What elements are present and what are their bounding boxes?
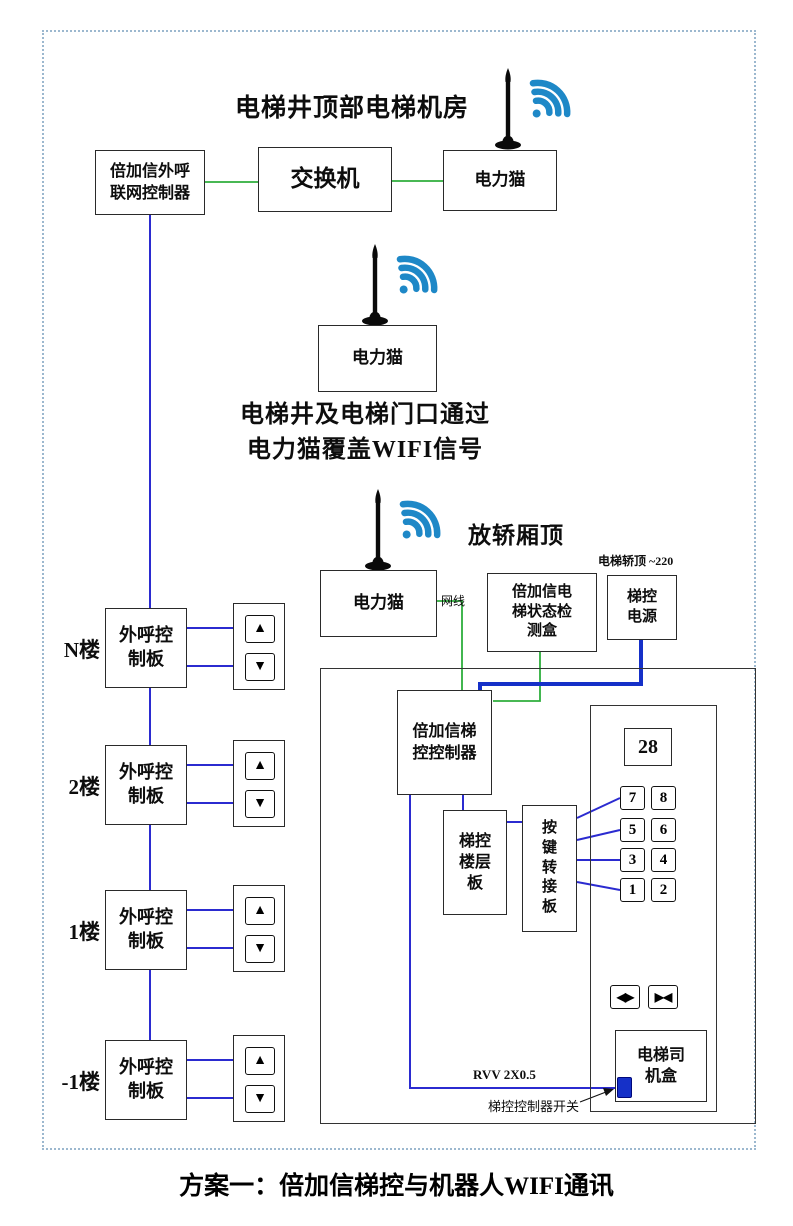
shaft-wifi-caption: 电梯井及电梯门口通过 电力猫覆盖WIFI信号 [240, 402, 490, 463]
down-button-icon: ▼ [245, 935, 275, 963]
door-close-button-icon: ▶◀ [648, 985, 678, 1009]
floor-button-6: 6 [651, 818, 676, 842]
down-button-icon: ▼ [245, 790, 275, 818]
up-button-icon: ▲ [245, 1047, 275, 1075]
powerline-modem-shaft-box: 电力猫 [318, 325, 437, 392]
wifi-antenna-icon [365, 489, 444, 571]
floor-button-2: 2 [651, 878, 676, 902]
car-top-label: 放轿厢顶 [468, 523, 564, 548]
hall-button-panel-minus1: ▲ ▼ [233, 1035, 285, 1122]
up-button-icon: ▲ [245, 615, 275, 643]
hall-button-panel-2: ▲ ▼ [233, 740, 285, 827]
elevator-control-power-box: 梯控 电源 [607, 575, 677, 640]
floor-label-minus1: -1楼 [61, 1070, 101, 1094]
network-switch-box: 交换机 [258, 147, 392, 212]
floor-board-box: 梯控 楼层 板 [443, 810, 507, 915]
dotted-frame [42, 30, 756, 1150]
floor-label-1: 1楼 [68, 920, 101, 944]
floor-label-2: 2楼 [68, 775, 101, 799]
wifi-antenna-icon [362, 244, 441, 326]
floor-button-8: 8 [651, 786, 676, 810]
car-top-enclosure [320, 668, 756, 1124]
floor-button-4: 4 [651, 848, 676, 872]
hall-button-panel-n: ▲ ▼ [233, 603, 285, 690]
door-open-button-icon: ◀▶ [610, 985, 640, 1009]
controller-switch-label: 梯控控制器开关 [488, 1099, 580, 1114]
elevator-controller-box: 倍加信梯 控控制器 [397, 690, 492, 795]
floor-button-1: 1 [620, 878, 645, 902]
scheme-caption: 方案一：倍加信梯控与机器人WIFI通讯 [179, 1173, 614, 1200]
controller-switch [617, 1077, 632, 1098]
car-top-power-note: 电梯轿顶 ~220 [598, 554, 674, 568]
floor-button-7: 7 [620, 786, 645, 810]
key-adapter-board-box: 按 键 转 接 板 [522, 805, 577, 932]
powerline-modem-machine-room-box: 电力猫 [443, 150, 557, 211]
elevator-status-detector-box: 倍加信电 梯状态检 测盒 [487, 573, 597, 652]
network-cable-label: 网线 [441, 594, 466, 608]
hall-call-board-2: 外呼控 制板 [105, 745, 187, 825]
down-button-icon: ▼ [245, 653, 275, 681]
floor-display: 28 [624, 728, 672, 766]
floor-label-n: N楼 [63, 638, 100, 662]
car-operating-panel [590, 705, 717, 1112]
wifi-antenna-icon [495, 68, 574, 150]
outcall-network-controller-box: 倍加信外呼 联网控制器 [95, 150, 205, 215]
powerline-modem-car-box: 电力猫 [320, 570, 437, 637]
floor-button-5: 5 [620, 818, 645, 842]
floor-button-3: 3 [620, 848, 645, 872]
cable-spec-label: RVV 2X0.5 [473, 1067, 536, 1082]
machine-room-title: 电梯井顶部电梯机房 [235, 95, 470, 122]
up-button-icon: ▲ [245, 752, 275, 780]
down-button-icon: ▼ [245, 1085, 275, 1113]
hall-call-board-1: 外呼控 制板 [105, 890, 187, 970]
hall-call-board-n: 外呼控 制板 [105, 608, 187, 688]
up-button-icon: ▲ [245, 897, 275, 925]
hall-button-panel-1: ▲ ▼ [233, 885, 285, 972]
hall-call-board-minus1: 外呼控 制板 [105, 1040, 187, 1120]
